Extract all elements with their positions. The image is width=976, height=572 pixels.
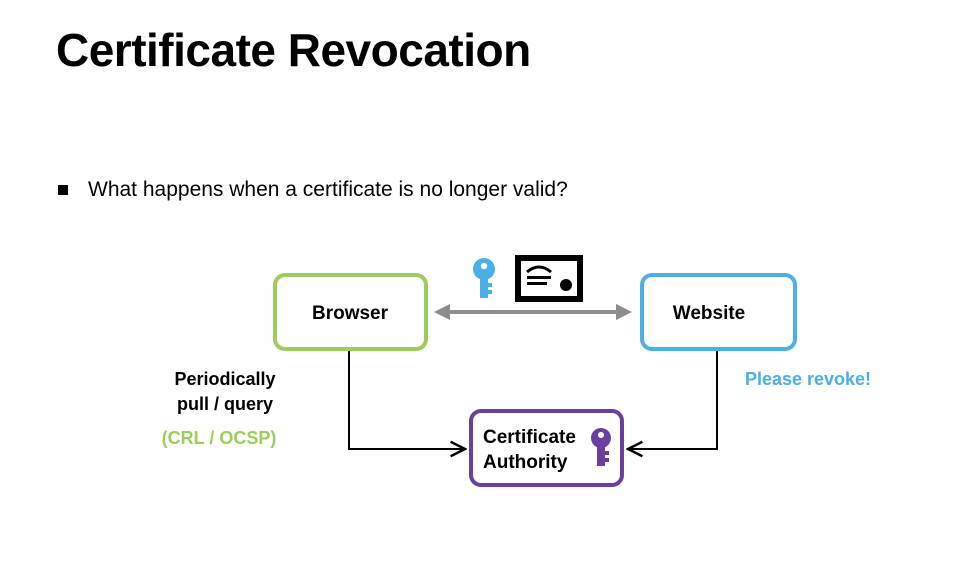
website-ca-connector — [628, 351, 718, 449]
key-icon — [591, 428, 611, 466]
browser-edge-label-line2: pull / query — [177, 394, 273, 414]
browser-label: Browser — [312, 303, 389, 324]
website-node: Website — [640, 273, 797, 351]
browser-edge-label-line3: (CRL / OCSP) — [162, 428, 277, 448]
browser-website-arrow — [434, 304, 632, 320]
bullet-text: What happens when a certificate is no lo… — [88, 178, 568, 201]
browser-ca-connector — [348, 351, 465, 449]
website-label: Website — [673, 303, 746, 324]
slide-title: Certificate Revocation — [56, 24, 531, 76]
key-icon — [473, 258, 495, 298]
browser-edge-label-line1: Periodically — [174, 369, 275, 389]
bullet-item: What happens when a certificate is no lo… — [58, 176, 568, 204]
certificate-icon — [515, 255, 583, 302]
ca-label-line1: Certificate — [483, 427, 576, 448]
website-edge-label: Please revoke! — [745, 369, 871, 389]
ca-label-line2: Authority — [483, 452, 568, 473]
ca-node: Certificate Authority — [469, 409, 624, 487]
browser-node: Browser — [273, 273, 428, 351]
bullet-marker — [58, 185, 68, 195]
